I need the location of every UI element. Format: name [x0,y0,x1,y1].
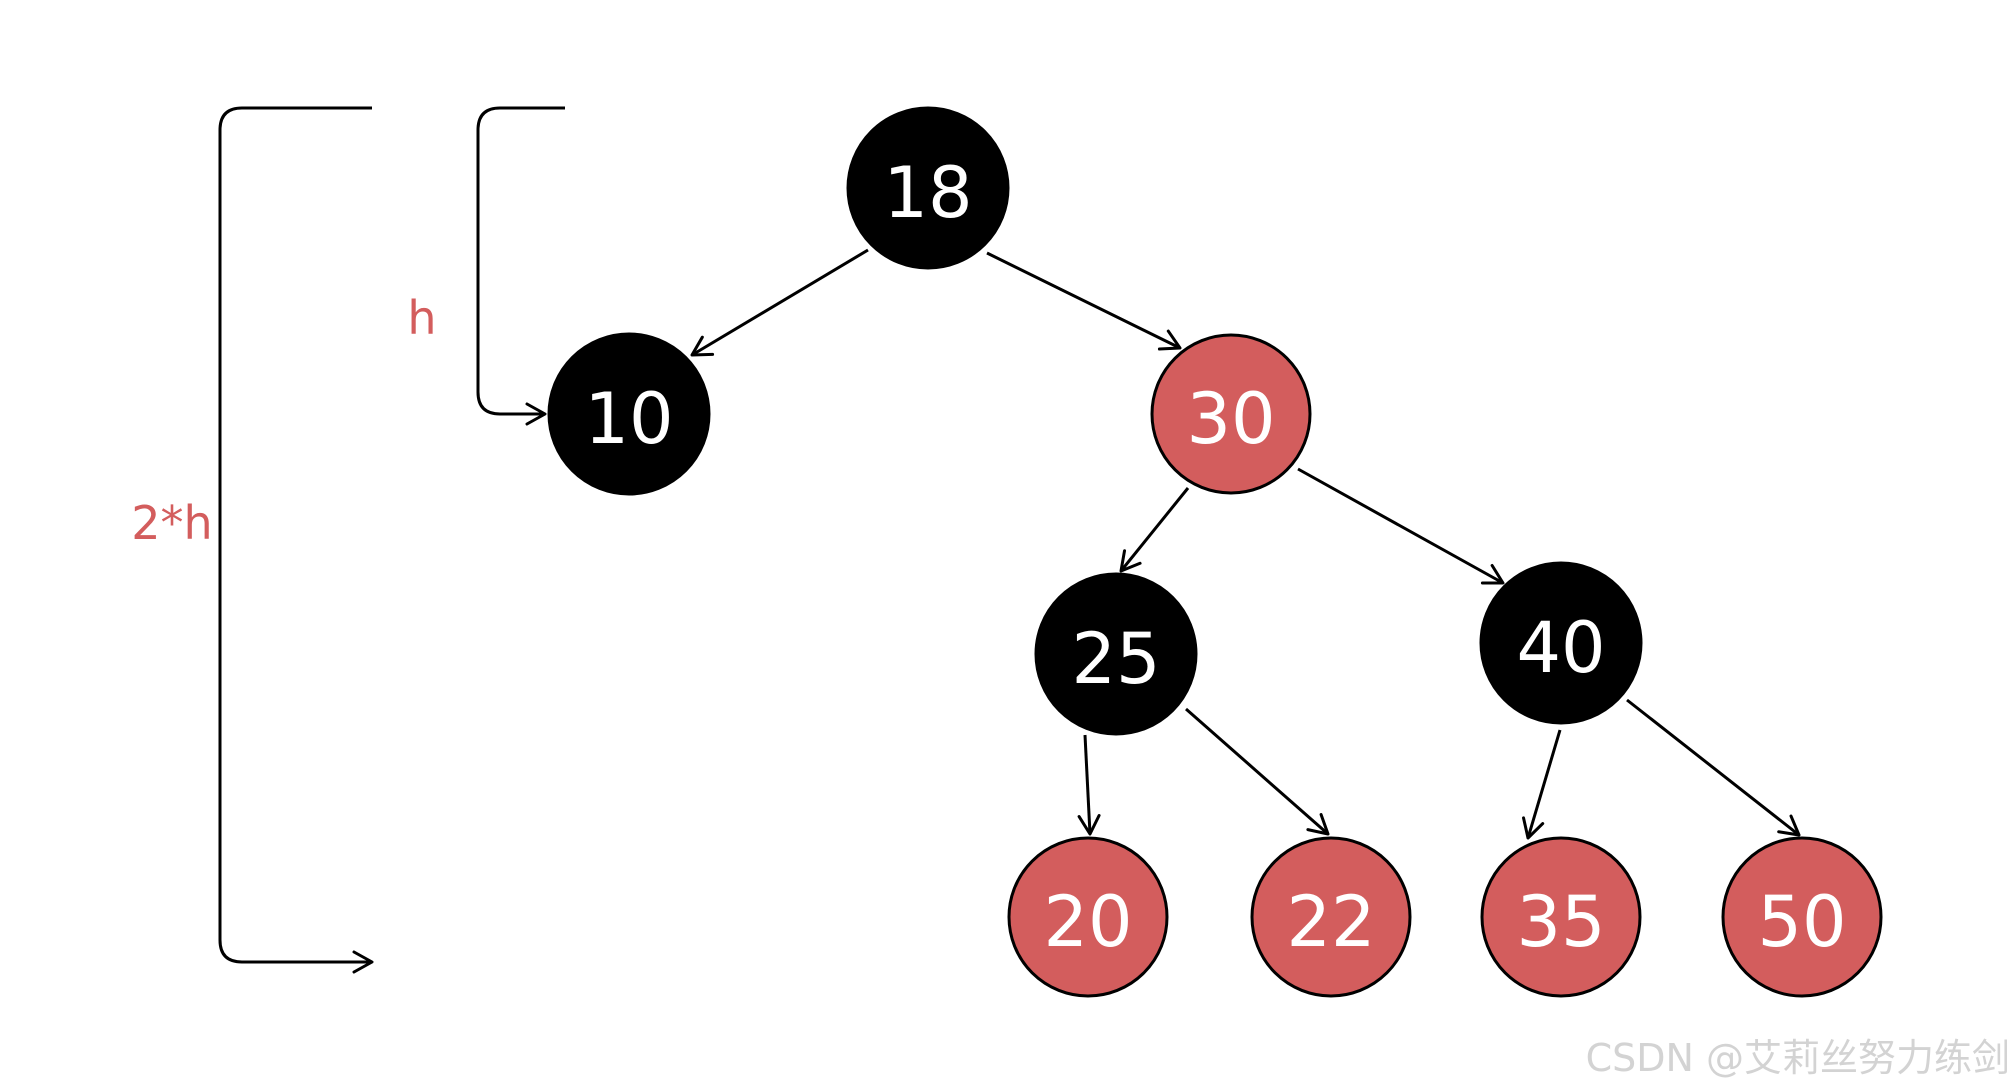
short-height-bracket [476,106,565,426]
node-circle [1007,836,1169,998]
node-circle [1480,836,1642,998]
node-circle [1250,836,1412,998]
node-circle [1034,572,1198,736]
tree-edges [690,248,1801,840]
edge-18-30 [986,251,1182,351]
edge-30-40 [1297,467,1505,585]
node-label: 20 [1043,881,1132,963]
edge-25-20 [1077,734,1101,836]
tree-node-50: 50 [1721,836,1883,998]
tree-node-20: 20 [1007,836,1169,998]
tree-node-35: 35 [1480,836,1642,998]
edge-30-25 [1119,487,1190,573]
short-bracket-label: h [407,291,436,345]
tree-node-40: 40 [1479,561,1643,725]
long-bracket-label: 2*h [131,496,212,550]
node-label: 18 [883,152,972,234]
tree-node-30: 30 [1150,333,1312,495]
tree-node-25: 25 [1034,572,1198,736]
node-circle [1721,836,1883,998]
tree-node-10: 10 [547,332,711,496]
node-circle [1150,333,1312,495]
node-label: 10 [584,378,673,460]
watermark-text: CSDN @艾莉丝努力练剑 [1586,1036,2010,1080]
node-circle [846,106,1010,270]
node-label: 35 [1516,881,1605,963]
tree-node-22: 22 [1250,836,1412,998]
edge-18-10 [690,248,869,357]
tree-node-18: 18 [846,106,1010,270]
node-circle [547,332,711,496]
edge-40-35 [1522,729,1562,840]
node-label: 30 [1186,378,1275,460]
node-circle [1479,561,1643,725]
node-label: 22 [1286,881,1375,963]
long-height-bracket [218,106,374,974]
node-label: 25 [1071,618,1160,700]
node-label: 40 [1516,607,1605,689]
edge-25-22 [1185,707,1330,836]
edge-40-50 [1626,698,1801,837]
node-label: 50 [1757,881,1846,963]
